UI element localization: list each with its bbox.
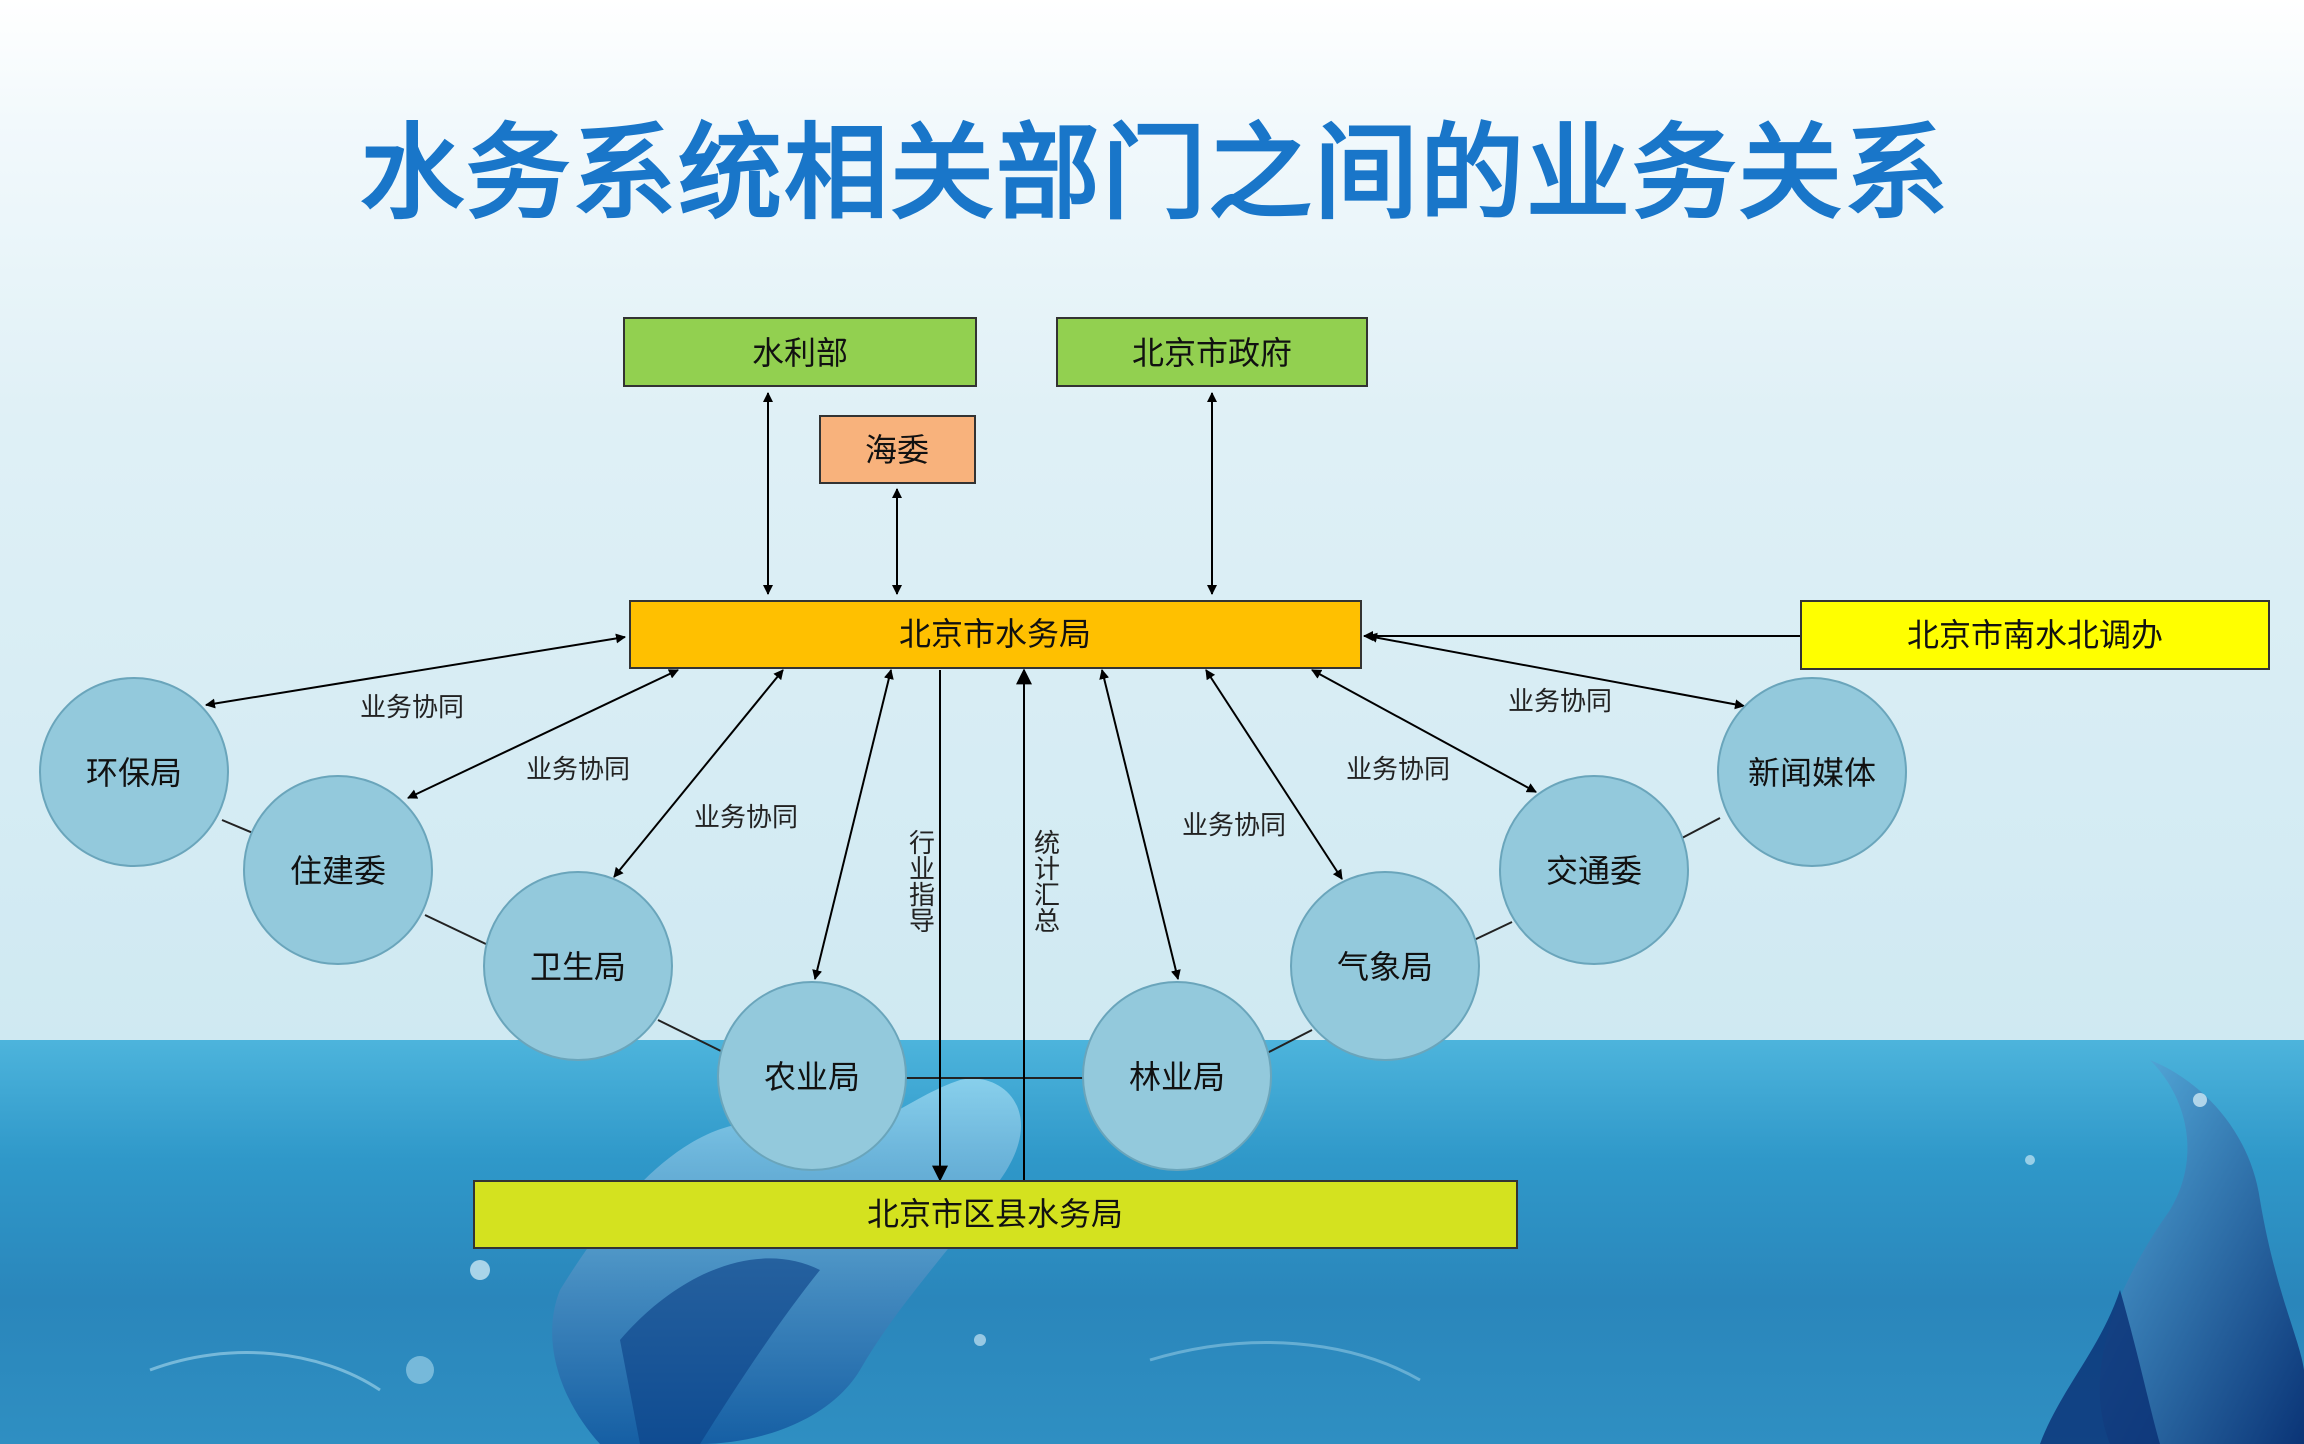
box-nanshuibeidiao: 北京市南水北调办 [1800,600,2270,670]
box-shizhengfu: 北京市政府 [1056,317,1368,387]
circle-huanbao-label: 环保局 [86,754,182,792]
box-district-label: 北京市区县水务局 [867,1195,1123,1233]
label-cooperation-huanbao: 业务协同 [360,693,464,723]
top-arrows [763,392,1217,595]
slide-title: 水务系统相关部门之间的业务关系 [360,112,1951,234]
cooperation-arrows [205,632,1745,980]
label-cooperation-qixiang: 业务协同 [1346,755,1450,785]
box-center: 北京市水务局 [629,600,1362,669]
circle-chain-lines [221,817,1721,1079]
circle-zhujian-label: 住建委 [290,852,386,890]
circle-meiti-label: 新闻媒体 [1748,754,1876,792]
vertical-flow-arrows [932,668,1032,1182]
box-haiwei-label: 海委 [865,431,929,469]
circle-zhujian: 住建委 [243,775,433,965]
label-cooperation-weisheng: 业务协同 [694,803,798,833]
vertical-label-statistics: 统计汇总 [1034,829,1060,937]
water-splash-illustration [149,1060,2304,1444]
label-cooperation-linye: 业务协同 [1182,811,1286,841]
label-cooperation-zhujian: 业务协同 [526,755,630,785]
box-district: 北京市区县水务局 [473,1180,1518,1249]
circle-weisheng-label: 卫生局 [530,948,626,986]
circle-linye-label: 林业局 [1129,1058,1225,1096]
circle-huanbao: 环保局 [39,677,229,867]
circle-qixiang-label: 气象局 [1337,948,1433,986]
box-haiwei: 海委 [819,415,976,484]
box-shizhengfu-label: 北京市政府 [1132,334,1292,372]
box-center-label: 北京市水务局 [899,615,1091,653]
edge-labels: 业务协同 业务协同 业务协同 业务协同 业务协同 业务协同 [360,687,1612,841]
circle-nongye-label: 农业局 [764,1058,860,1096]
circle-linye: 林业局 [1082,981,1272,1171]
box-nanshuibeidiao-label: 北京市南水北调办 [1907,616,2163,654]
vl-guidance-text: 行业指导 [909,829,935,937]
vl-statistics-text: 统计汇总 [1034,829,1060,937]
circle-jiaotong-label: 交通委 [1546,852,1642,890]
circle-weisheng: 卫生局 [483,871,673,1061]
vertical-label-guidance: 行业指导 [909,829,935,937]
label-cooperation-meiti: 业务协同 [1508,687,1612,717]
circle-jiaotong: 交通委 [1499,775,1689,965]
circle-meiti: 新闻媒体 [1717,677,1907,867]
circle-nongye: 农业局 [717,981,907,1171]
box-shuilibu-label: 水利部 [752,334,848,372]
circle-qixiang: 气象局 [1290,871,1480,1061]
box-shuilibu: 水利部 [623,317,977,387]
